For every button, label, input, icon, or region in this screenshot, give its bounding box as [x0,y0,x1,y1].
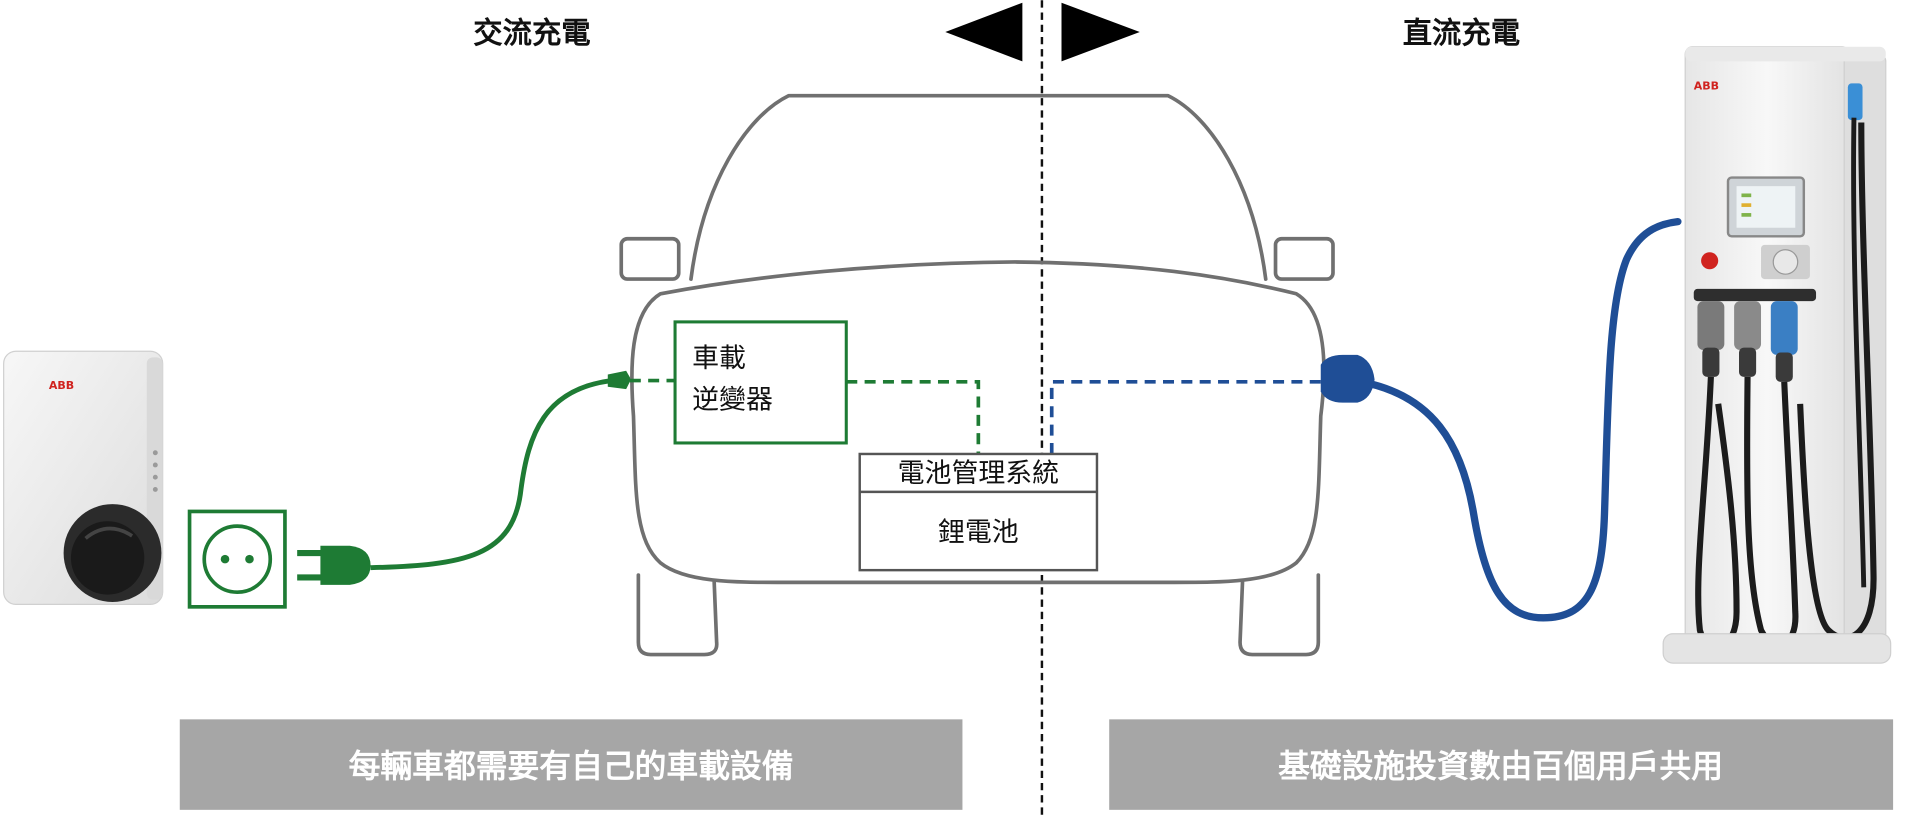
dc-charging-title: 直流充電 [1403,16,1520,50]
left-arrow-icon [945,2,1023,62]
inverter-to-bms-path [846,379,981,454]
dc-fast-charger: ABB [1662,46,1892,664]
inverter-label-line1: 車載 [692,343,746,374]
onboard-inverter-box: 車載 逆變器 [673,320,848,445]
ac-plug-icon [297,545,371,585]
battery-box: 電池管理系統 鋰電池 [858,452,1099,572]
dc-connector [1320,354,1375,403]
car-outline [619,93,1335,657]
ac-wallbox: ABB [3,350,164,606]
battery-label: 鋰電池 [938,517,1019,548]
wallbox-logo: ABB [49,379,74,392]
footer-left: 每輛車都需要有自己的車載設備 [179,719,963,810]
bms-label: 電池管理系統 [898,458,1059,489]
ac-inlet-connector [607,370,632,390]
right-mirror [1273,236,1335,281]
card-reader-icon [1772,249,1799,275]
inverter-label-line2: 逆變器 [692,385,773,416]
right-arrow-icon [1061,2,1140,62]
emergency-stop-icon [1701,252,1719,270]
dc-internal-path [1049,379,1333,454]
left-mirror [619,236,681,281]
power-socket-icon [187,509,287,609]
dc-cable [1363,217,1682,622]
footer-right: 基礎設施投資數由百個用戶共用 [1109,719,1894,810]
ac-cable [370,378,612,571]
footer-left-text: 每輛車都需要有自己的車載設備 [349,748,794,785]
footer-right-text: 基礎設施投資數由百個用戶共用 [1278,748,1723,785]
charger-logo: ABB [1694,80,1719,93]
ac-charging-title: 交流充電 [473,16,590,50]
